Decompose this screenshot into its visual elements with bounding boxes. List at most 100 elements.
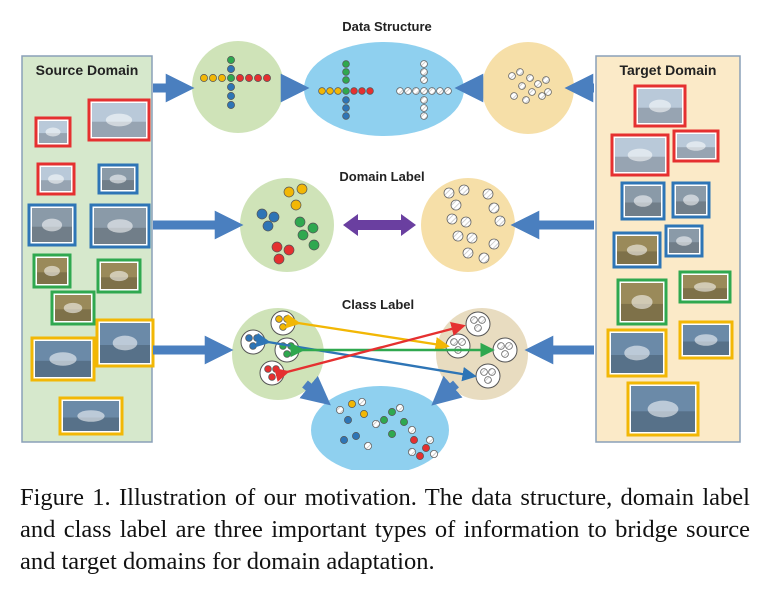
target-thumb-7 xyxy=(664,224,704,258)
target-dot xyxy=(357,397,366,406)
feature-dot xyxy=(352,432,360,440)
feature-dot xyxy=(342,112,350,120)
thumb-subject xyxy=(686,141,706,151)
target-dot xyxy=(538,92,546,100)
thumb-ground xyxy=(611,355,663,373)
target-thumb-9 xyxy=(678,270,732,304)
target-dot xyxy=(407,425,416,434)
feature-dot xyxy=(283,350,291,358)
target-dot xyxy=(395,403,404,412)
feature-dot xyxy=(360,410,368,418)
feature-dot xyxy=(334,87,342,95)
feature-dot xyxy=(249,342,257,350)
target-thumb-6 xyxy=(612,231,662,269)
thumb-subject xyxy=(41,218,63,232)
target-dot xyxy=(363,441,372,450)
target-image-grid xyxy=(606,84,734,437)
feature-dot xyxy=(366,87,374,95)
thumb-subject xyxy=(109,270,129,282)
target-cluster-1 xyxy=(465,311,491,337)
target-dot xyxy=(480,368,488,376)
feature-dot xyxy=(416,452,424,460)
target-dot xyxy=(420,96,428,104)
feature-dot xyxy=(388,430,396,438)
target-dot xyxy=(436,87,444,95)
thumb-subject xyxy=(44,265,60,277)
target-dot xyxy=(534,80,542,88)
thumb-ground xyxy=(100,345,150,363)
feature-dot xyxy=(273,253,285,265)
target-dot xyxy=(371,419,380,428)
target-dot xyxy=(420,76,428,84)
target-cluster-2 xyxy=(445,333,471,359)
feature-dot xyxy=(279,323,287,331)
target-dot xyxy=(497,342,505,350)
source-thumb-10 xyxy=(30,336,96,382)
source-cluster-green xyxy=(274,337,300,363)
target-dot xyxy=(429,449,438,458)
thumb-subject xyxy=(107,219,133,233)
thumb-subject xyxy=(45,127,61,137)
target-dot xyxy=(420,68,428,76)
thumb-subject xyxy=(109,174,127,184)
target-thumb-12 xyxy=(626,381,700,437)
feature-dot xyxy=(253,334,261,342)
feature-dot xyxy=(264,365,272,373)
feature-dot xyxy=(227,83,235,91)
target-thumb-5 xyxy=(671,181,711,219)
target-dot xyxy=(452,230,464,242)
target-dot xyxy=(482,188,494,200)
source-image-grid xyxy=(27,98,155,436)
red-class-arrow xyxy=(274,321,466,382)
target-dot xyxy=(544,88,552,96)
thumb-subject xyxy=(624,345,650,361)
feature-dot xyxy=(422,444,430,452)
feature-dot xyxy=(209,74,217,82)
target-dot xyxy=(446,213,458,225)
target-dot xyxy=(505,342,513,350)
feature-dot xyxy=(227,56,235,64)
target-dot xyxy=(404,87,412,95)
source-thumb-1 xyxy=(34,116,72,148)
target-dot xyxy=(420,104,428,112)
target-dot xyxy=(501,350,509,358)
feature-dot xyxy=(254,74,262,82)
feature-dot xyxy=(307,222,319,234)
target-thumb-3 xyxy=(672,129,720,163)
feature-dot xyxy=(294,216,306,228)
target-dot xyxy=(462,247,474,259)
thumb-subject xyxy=(105,113,133,127)
feature-dot xyxy=(263,74,271,82)
target-dot xyxy=(466,232,478,244)
feature-dot xyxy=(218,74,226,82)
target-dot xyxy=(508,72,516,80)
thumb-subject xyxy=(63,302,83,314)
motivation-diagram: Source Domain Target Domain Data Structu… xyxy=(21,19,741,470)
thumb-subject xyxy=(694,282,716,292)
thumb-ground xyxy=(102,180,134,190)
target-cluster-3 xyxy=(492,337,518,363)
target-dot xyxy=(458,184,470,196)
target-dot xyxy=(458,338,466,346)
thumb-ground xyxy=(63,417,119,431)
target-dot xyxy=(494,215,506,227)
source-thumb-5 xyxy=(27,203,77,247)
target-dot xyxy=(407,447,416,456)
source-thumb-4 xyxy=(97,163,139,195)
feature-dot xyxy=(318,87,326,95)
feature-dot xyxy=(296,183,308,195)
thumb-subject xyxy=(77,410,105,422)
target-dot xyxy=(522,96,530,104)
feature-dot xyxy=(342,76,350,84)
target-thumb-11 xyxy=(678,320,734,360)
target-structure-circle xyxy=(482,42,574,134)
thumb-ground xyxy=(37,272,67,284)
thumb-subject xyxy=(627,148,653,162)
target-dot xyxy=(444,87,452,95)
target-dot xyxy=(412,87,420,95)
thumb-ground xyxy=(39,133,67,143)
source-thumb-7 xyxy=(32,253,72,289)
thumb-ground xyxy=(35,360,91,377)
feature-dot xyxy=(256,208,268,220)
arrow-class-merge-left xyxy=(299,375,331,406)
